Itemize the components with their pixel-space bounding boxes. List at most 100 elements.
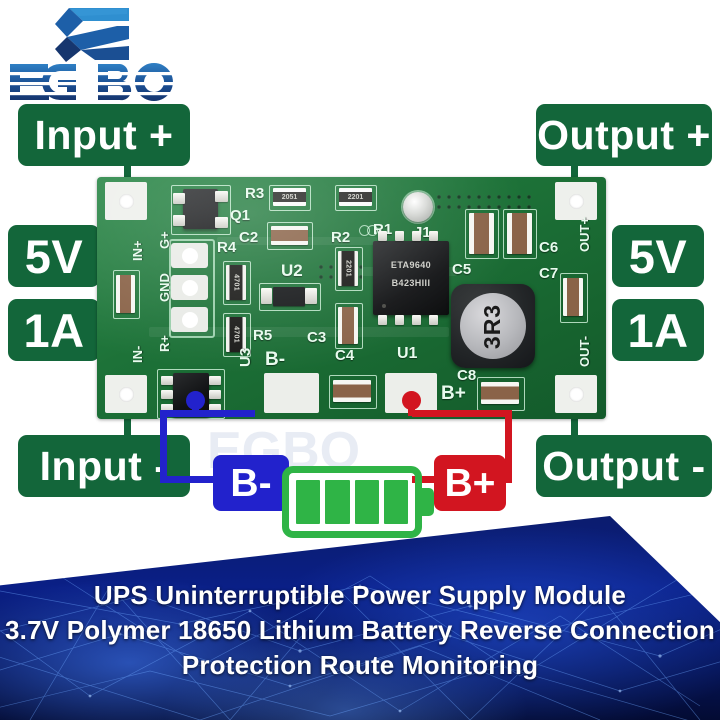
battery-cell bbox=[296, 480, 321, 524]
u1-pin bbox=[395, 315, 404, 325]
u3-pin bbox=[161, 376, 173, 385]
pcb-gloss bbox=[97, 177, 606, 419]
battery-shell bbox=[282, 466, 422, 538]
transistor-q1 bbox=[183, 189, 218, 229]
banner-mesh-graphic bbox=[0, 516, 720, 720]
pad-outline bbox=[560, 273, 588, 323]
c5-outline bbox=[465, 209, 499, 259]
u1-pin bbox=[412, 231, 421, 241]
silk-b-minus: B- bbox=[265, 349, 285, 371]
u2-outline bbox=[259, 283, 321, 311]
u2-pin bbox=[305, 288, 317, 304]
silk-c2: C2 bbox=[239, 229, 258, 246]
u3-pin bbox=[161, 390, 173, 399]
banner-line-1: UPS Uninterruptible Power Supply Module bbox=[93, 580, 627, 610]
pcb-trace bbox=[149, 327, 449, 337]
u2-pin bbox=[261, 288, 272, 304]
battery-cell bbox=[325, 480, 350, 524]
silk-c4: C4 bbox=[335, 347, 354, 364]
battery-icon bbox=[282, 466, 434, 538]
u1-pin bbox=[378, 315, 387, 325]
resistor-r3: 2051 bbox=[273, 188, 306, 206]
ic-marking-line2: B423HIII bbox=[373, 278, 449, 288]
mounting-pad-input-plus bbox=[105, 182, 147, 220]
u1-pin bbox=[429, 315, 438, 325]
through-hole-pad-group-outline bbox=[169, 239, 215, 338]
u1-pin bbox=[378, 231, 387, 241]
egbo-wordmark bbox=[6, 60, 181, 104]
silk-r2: R2 bbox=[331, 229, 350, 246]
callout-input-plus: Input + bbox=[18, 104, 190, 166]
label-b-plus: B+ bbox=[434, 455, 506, 511]
capacitor-c3 bbox=[338, 307, 358, 344]
r1-via bbox=[367, 225, 378, 236]
resistor-top-2201: 2201 bbox=[339, 188, 372, 206]
r5-outline bbox=[223, 313, 251, 357]
egbo-chevron-logo-icon bbox=[55, 6, 133, 62]
ic-pin1-dot bbox=[382, 304, 386, 308]
battery-terminal-nub bbox=[420, 488, 434, 516]
terminal-dot-positive bbox=[402, 391, 421, 410]
u1-pin bbox=[395, 231, 404, 241]
battery-cell bbox=[354, 480, 379, 524]
q1-pin bbox=[215, 191, 228, 202]
resistor-outline bbox=[335, 185, 377, 211]
c6-outline bbox=[503, 209, 537, 259]
resistor-r2: 2201 bbox=[338, 251, 358, 286]
callout-current-left: 1A bbox=[8, 299, 100, 361]
wire-battery-negative bbox=[160, 410, 255, 483]
capacitor-c4 bbox=[333, 380, 371, 402]
terminal-dot-negative bbox=[186, 391, 205, 410]
product-description-banner: UPS Uninterruptible Power Supply Module … bbox=[0, 516, 720, 720]
q1-outline bbox=[171, 185, 231, 235]
silk-u1: U1 bbox=[397, 345, 417, 363]
silk-b-plus: B+ bbox=[441, 383, 466, 405]
r4-outline bbox=[223, 261, 251, 305]
diode-u2 bbox=[273, 287, 305, 306]
battery-cell bbox=[383, 480, 408, 524]
capacitor-c2 bbox=[271, 226, 308, 245]
pad-outline bbox=[113, 270, 140, 319]
u1-pin bbox=[412, 315, 421, 325]
capacitor-c7 bbox=[563, 278, 583, 316]
silk-c6: C6 bbox=[539, 239, 558, 256]
silk-c7: C7 bbox=[539, 265, 558, 282]
u3-pin bbox=[161, 404, 173, 413]
u1-pin bbox=[429, 231, 438, 241]
capacitor-c6 bbox=[507, 213, 532, 254]
mounting-pad-output-minus bbox=[555, 375, 597, 413]
q1-pin bbox=[173, 193, 185, 204]
callout-output-plus: Output + bbox=[536, 104, 712, 166]
callout-voltage-left: 5V bbox=[8, 225, 100, 287]
resistor-r5: 4701 bbox=[226, 317, 246, 352]
silk-u2: U2 bbox=[281, 261, 303, 281]
c3-outline bbox=[335, 303, 363, 349]
through-hole-pad-gplus bbox=[171, 243, 208, 268]
capacitor-c5 bbox=[469, 213, 494, 254]
banner-line-2: 3.7V Polymer 18650 Lithium Battery Rever… bbox=[5, 615, 715, 645]
silk-c5: C5 bbox=[452, 261, 471, 278]
silk-r5: R5 bbox=[253, 327, 272, 344]
callout-output-minus: Output - bbox=[536, 435, 712, 497]
silk-c3: C3 bbox=[307, 329, 326, 346]
callout-current-right: 1A bbox=[612, 299, 704, 361]
r3-outline bbox=[269, 185, 311, 211]
q1-pin bbox=[215, 217, 228, 228]
c2-outline bbox=[267, 222, 313, 250]
through-hole-pad-gnd bbox=[171, 275, 208, 300]
silk-c8: C8 bbox=[457, 367, 476, 384]
resistor-r3-marking: 2051 bbox=[273, 188, 306, 206]
label-b-minus: B- bbox=[213, 455, 289, 511]
capacitor-c8 bbox=[481, 382, 519, 404]
u3-outline bbox=[157, 369, 225, 419]
led-indicator-j1 bbox=[403, 192, 433, 222]
via-row bbox=[437, 205, 531, 209]
r2-outline bbox=[335, 247, 363, 291]
via-row bbox=[437, 195, 531, 199]
silk-r3: R3 bbox=[245, 185, 264, 202]
c4-outline bbox=[329, 375, 377, 409]
ic-marking-line1: ETA9640 bbox=[373, 260, 449, 270]
pcb-board: IN+ IN- OUT+ OUT- G+ GND R+ Q1 R3 2051 2… bbox=[97, 177, 606, 419]
u3-pin bbox=[209, 390, 221, 399]
